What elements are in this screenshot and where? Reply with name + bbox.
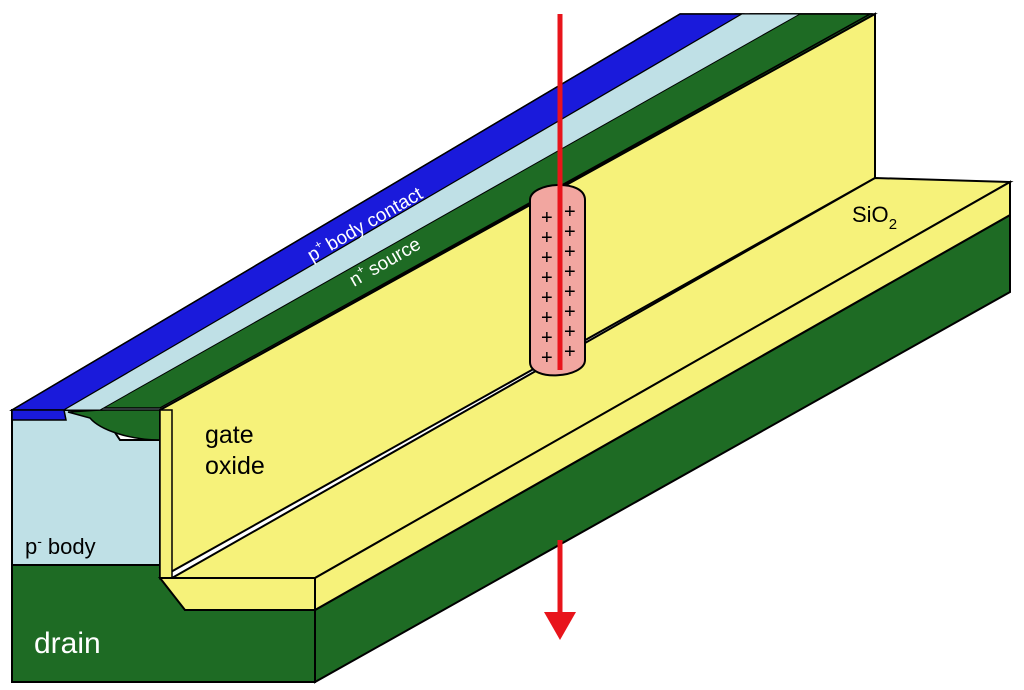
- p-body-light-strip: [62, 13, 802, 411]
- charge-plus: +: [541, 287, 553, 309]
- gate-oxide-front-face: [159, 409, 173, 579]
- charge-plus: +: [564, 281, 576, 303]
- charge-plus: +: [541, 327, 553, 349]
- charge-plus: +: [564, 201, 576, 223]
- charge-plus: +: [541, 247, 553, 269]
- charge-plus: +: [564, 221, 576, 243]
- positive-charges: ++++++++++++++++: [541, 201, 576, 369]
- charge-plus: +: [564, 261, 576, 283]
- charge-plus: +: [564, 321, 576, 343]
- gate-oxide-label-line2: oxide: [205, 452, 265, 480]
- gate-oxide-label-line1: gate: [205, 421, 254, 449]
- p-body-contact-edge: [11, 409, 67, 421]
- oxide-corner-line: [171, 177, 876, 579]
- charge-plus: +: [541, 267, 553, 289]
- charge-plus: +: [564, 341, 576, 363]
- ion-track-arrowhead: [544, 612, 576, 640]
- charge-plus: +: [564, 301, 576, 323]
- drain-label: drain: [34, 627, 101, 660]
- p-body-label: p-body: [25, 533, 96, 559]
- oxide-floor-front: [157, 577, 316, 611]
- sio2-label: SiO2: [852, 202, 897, 233]
- charge-plus: +: [541, 307, 553, 329]
- charge-plus: +: [541, 207, 553, 229]
- charge-plus: +: [564, 241, 576, 263]
- charge-plus: +: [541, 227, 553, 249]
- charge-plus: +: [541, 347, 553, 369]
